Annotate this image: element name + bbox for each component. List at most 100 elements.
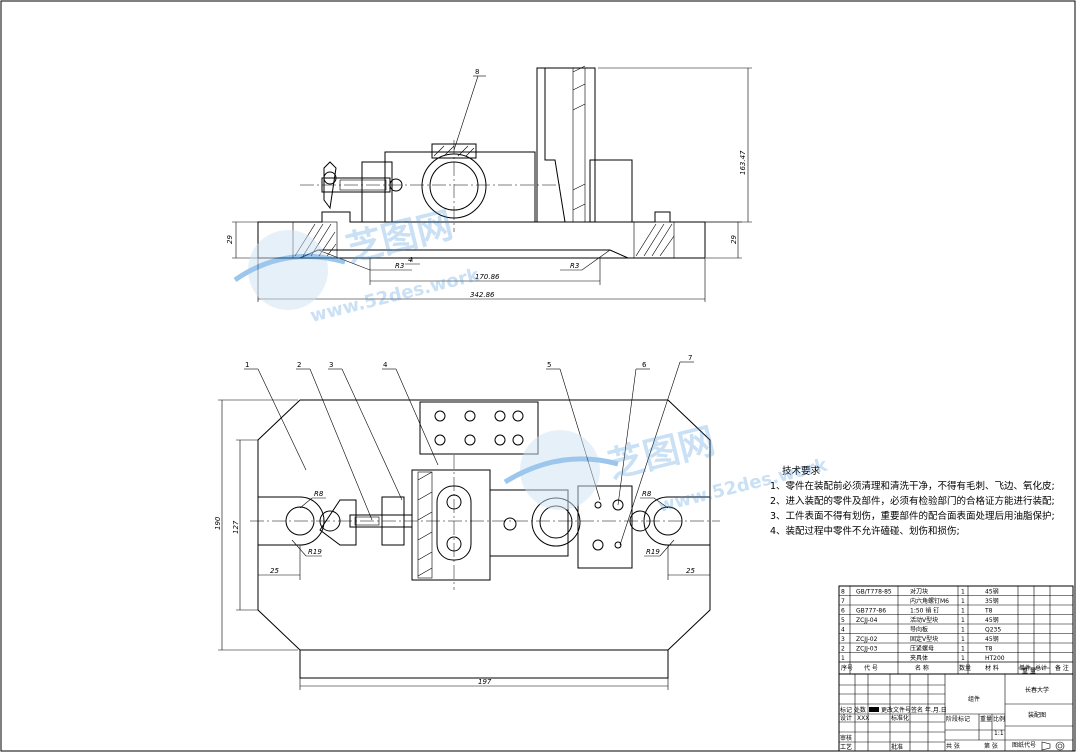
tech-requirements-title: 技术要求 <box>782 465 821 477</box>
weight-label: 重量 <box>980 715 992 723</box>
bom-cell-material: Q235 <box>985 627 1001 634</box>
bom-header-weight: 重 量 <box>1022 667 1036 675</box>
part-label-8: 8 <box>475 68 479 76</box>
dim-right-thick: 29 <box>730 235 738 244</box>
tech-requirement-1: 1、零件在装配前必须清理和清洗干净，不得有毛刺、飞边、氧化皮; <box>770 480 1055 492</box>
part-label-1: 1 <box>245 361 249 369</box>
bom-header-qty: 数量 <box>959 664 971 672</box>
tech-requirement-2: 2、进入装配的零件及部件，必须有检验部门的合格证方能进行装配; <box>770 495 1055 507</box>
sheet-title: 装配图 <box>1028 711 1046 719</box>
change-doc-label: 更改文件号 <box>881 706 911 714</box>
scale-value: 1:1 <box>994 730 1004 737</box>
dim-left-thick: 29 <box>226 235 234 244</box>
bom-cell-name: 活动V型块 <box>910 616 938 624</box>
bom-cell-name: 对刀块 <box>910 588 928 596</box>
bom-cell-qty: 1 <box>961 598 965 605</box>
bom-cell-code: ZCJJ-02 <box>856 636 878 643</box>
bom-cell-name: 内六角螺钉M6 <box>910 597 949 605</box>
bom-cell-no: 7 <box>841 598 845 605</box>
bom-cell-no: 8 <box>841 589 845 596</box>
dim-inner-width: 170.86 <box>475 273 500 281</box>
sheet-no: 第 张 <box>984 742 998 750</box>
plan-view <box>250 399 720 679</box>
approve-label: 批准 <box>891 743 903 751</box>
watermark-left: 芝图网 www.52des.work <box>233 205 482 327</box>
part-label-3: 3 <box>329 361 333 369</box>
bom-cell-name: 压紧螺母 <box>910 645 934 653</box>
bom-cell-no: 2 <box>841 646 845 653</box>
watermark-title-right: 芝图网 <box>604 421 719 487</box>
bom-cell-material: 45钢 <box>985 616 999 624</box>
bom-cell-no: 1 <box>841 655 845 662</box>
tech-requirements: 技术要求 1、零件在装配前必须清理和清洗干净，不得有毛刺、飞边、氧化皮; 2、进… <box>770 465 1055 537</box>
process-label: 工艺 <box>840 743 852 751</box>
bom-cell-qty: 1 <box>961 636 965 643</box>
plan-view-labels: 1 2 3 4 5 6 7 <box>244 354 694 546</box>
bom-cell-qty: 1 <box>961 627 965 634</box>
dim-height-front: 163.47 <box>739 150 747 175</box>
part-label-6: 6 <box>642 361 647 369</box>
projection-label: 图纸代号 <box>1012 741 1036 749</box>
bom-cell-qty: 1 <box>961 589 965 596</box>
dim-slot-right: 25 <box>686 567 695 575</box>
bom-cell-qty: 1 <box>961 617 965 624</box>
watermark-url-left: www.52des.work <box>308 264 482 327</box>
signature-label: 签名 年.月.日 <box>911 706 947 714</box>
bom-header-remark: 备 注 <box>1055 664 1069 672</box>
scale-label: 比例 <box>993 715 1005 723</box>
dim-slot-left: 25 <box>270 567 279 575</box>
sheet-total: 共 张 <box>946 742 960 750</box>
bom-header-single: 单件 <box>1019 664 1031 672</box>
dim-overall-width: 342.86 <box>470 291 495 299</box>
review-label: 审核 <box>840 734 852 742</box>
bom-header-material: 材 料 <box>985 664 999 672</box>
bom-cell-qty: 1 <box>961 608 965 615</box>
marker-row: 标记 处数 <box>840 706 866 714</box>
bom-header-no: 序号 <box>841 664 853 672</box>
stage-label: 阶段标记 <box>946 715 970 723</box>
bom-cell-qty: 1 <box>961 646 965 653</box>
part-label-4: 4 <box>383 361 388 369</box>
plan-view-dimensions: 190 127 R8 R19 R8 R19 25 25 197 <box>214 399 710 690</box>
bom-cell-material: 45钢 <box>985 588 999 596</box>
bom-cell-qty: 1 <box>961 655 965 662</box>
dim-r3-right: R3 <box>570 262 579 270</box>
dim-r19-right: R19 <box>646 548 660 556</box>
drawing-name: 组件 <box>968 695 980 703</box>
front-view <box>257 65 706 259</box>
front-view-dimensions: 8 163.47 29 29 R3 R3 4 170.86 342.86 <box>226 67 752 302</box>
bom-cell-material: 45钢 <box>985 635 999 643</box>
part-label-7: 7 <box>688 354 692 362</box>
bom-cell-material: HT200 <box>985 655 1005 662</box>
dim-step: 4 <box>408 256 412 264</box>
dim-width-plan: 197 <box>478 678 492 686</box>
designer-name: XXX <box>857 715 869 722</box>
bom-cell-code: ZCJJ-04 <box>856 617 878 624</box>
bom-cell-code: ZCJJ-03 <box>856 646 878 653</box>
bom-header-total: 总计 <box>1035 664 1047 672</box>
bom-cell-no: 6 <box>841 608 845 615</box>
projection-symbol-icon <box>1041 741 1065 751</box>
dim-r8-left: R8 <box>314 490 324 498</box>
tech-requirement-3: 3、工件表面不得有划伤，重要部件的配合面表面处理后用油脂保护; <box>770 510 1055 522</box>
dim-r19-left: R19 <box>308 548 322 556</box>
part-label-2: 2 <box>297 361 301 369</box>
designer-label: 设计 <box>840 714 852 722</box>
bom-cell-name: 导向板 <box>910 626 928 634</box>
bom-cell-material: T8 <box>984 608 993 615</box>
school-name: 长春大学 <box>1025 686 1049 694</box>
dim-inner-plan: 127 <box>232 520 240 534</box>
bom-cell-material: T8 <box>984 646 993 653</box>
bom-header-name: 名 称 <box>915 664 929 672</box>
bom-cell-name: 夹具体 <box>910 654 928 662</box>
bom-cell-no: 4 <box>841 627 845 634</box>
dim-r8-right: R8 <box>642 490 652 498</box>
bom-cell-no: 5 <box>841 617 845 624</box>
bom-cell-code: GB777-86 <box>856 608 886 615</box>
bom-cell-no: 3 <box>841 636 845 643</box>
tech-requirement-4: 4、装配过程中零件不允许磕碰、划伤和损伤; <box>770 525 960 537</box>
dim-height-plan: 190 <box>214 516 222 530</box>
title-block: 组件 长春大学 装配图 1:1 标记 处数 签名 年.月.日 更改文件号 设计 … <box>838 673 1074 752</box>
